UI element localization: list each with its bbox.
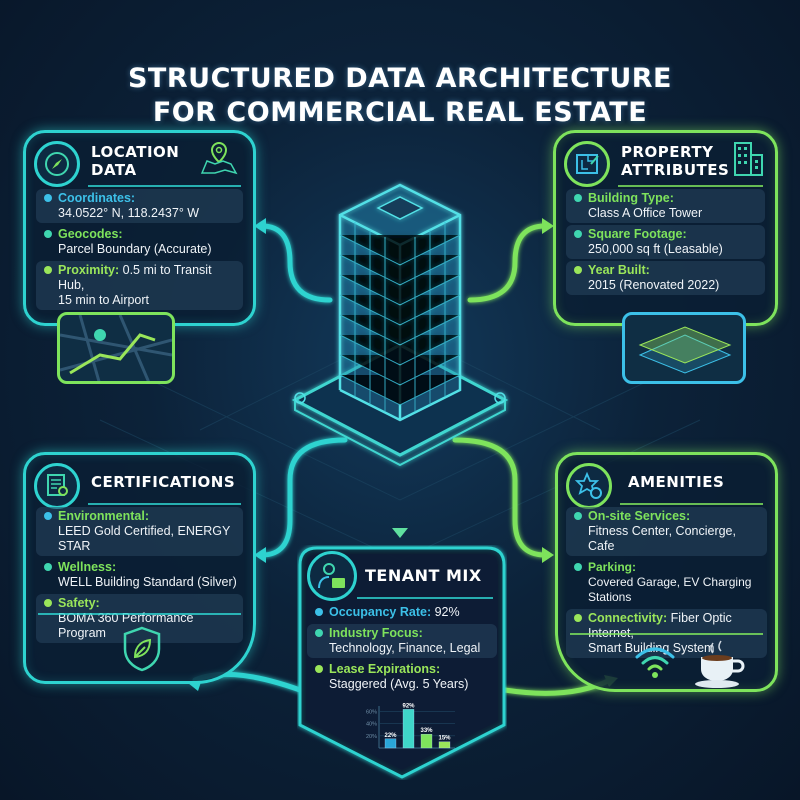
panel-title: AMENITIES (628, 473, 725, 491)
bar-label: 22% (384, 733, 397, 739)
property-row-year-built: Year Built:2015 (Renovated 2022) (566, 261, 765, 295)
amenities-panel: AMENITIES On-site Services:Fitness Cente… (555, 452, 778, 692)
y-tick-label: 60% (366, 709, 377, 715)
tenant-row-industry-focus: Industry Focus:Technology, Finance, Lega… (307, 624, 497, 658)
property-row-building-type: Building Type:Class A Office Tower (566, 189, 765, 223)
bar (420, 733, 433, 749)
certificate-icon (34, 463, 80, 509)
bar-label: 92% (402, 703, 415, 709)
lease-mini-bar-chart: 20% 40% 60% 22% 92% 33% 15% (366, 703, 455, 749)
title-line-2: FOR COMMERCIAL REAL ESTATE (152, 97, 648, 128)
page-title: STRUCTURED DATA ARCHITECTURE FOR COMMERC… (0, 62, 800, 130)
bar (438, 741, 451, 749)
location-row-coordinates: Coordinates:34.0522° N, 118.2437° W (36, 189, 243, 223)
bar-label: 15% (438, 736, 451, 742)
y-tick-label: 20% (366, 734, 377, 740)
arrow-to-certifications (259, 437, 348, 558)
arrow-to-location (259, 223, 333, 303)
tenant-row-occupancy: Occupancy Rate: 92% (307, 603, 497, 622)
certifications-panel: CERTIFICATIONS Environmental:LEED Gold C… (23, 452, 256, 684)
panel-title: CERTIFICATIONS (91, 473, 236, 491)
amenity-row-onsite-services: On-site Services:Fitness Center, Concier… (566, 507, 767, 556)
office-buildings-icon (731, 139, 765, 177)
bar-label: 33% (420, 728, 433, 734)
compass-icon (34, 141, 80, 187)
arrow-to-amenities (452, 437, 548, 558)
person-briefcase-icon (307, 551, 357, 601)
leaf-shield-icon (121, 625, 163, 673)
property-row-square-footage: Square Footage:250,000 sq ft (Leasable) (566, 225, 765, 259)
bar (384, 738, 397, 749)
building-illustration (291, 183, 509, 467)
floorplan-3d-thumbnail (622, 312, 746, 384)
cert-row-safety: Safety:BOMA 360 Performance Program (36, 594, 243, 643)
panel-title: TENANT MIX (365, 566, 482, 585)
location-row-geocodes: Geocodes:Parcel Boundary (Accurate) (36, 225, 243, 259)
map-pin-icon (199, 139, 239, 175)
bar (402, 709, 415, 749)
title-line-1: STRUCTURED DATA ARCHITECTURE (127, 63, 672, 94)
amenity-row-parking: Parking:Covered Garage, EV Charging Stat… (566, 558, 767, 607)
y-tick-label: 40% (366, 722, 377, 728)
tenant-mix-panel: TENANT MIX Occupancy Rate: 92% Industry … (297, 545, 507, 780)
star-gear-icon (566, 463, 612, 509)
blueprint-icon (564, 141, 610, 187)
arrow-to-property (467, 223, 548, 303)
location-row-proximity: Proximity: 0.5 mi to Transit Hub,15 min … (36, 261, 243, 310)
tenant-row-lease-expirations: Lease Expirations:Staggered (Avg. 5 Year… (307, 660, 497, 694)
wifi-icon (633, 645, 677, 679)
coffee-cup-icon (693, 639, 749, 689)
cert-row-wellness: Wellness:WELL Building Standard (Silver) (36, 558, 243, 592)
map-thumbnail (57, 312, 175, 384)
cert-row-environmental: Environmental:LEED Gold Certified, ENERG… (36, 507, 243, 556)
